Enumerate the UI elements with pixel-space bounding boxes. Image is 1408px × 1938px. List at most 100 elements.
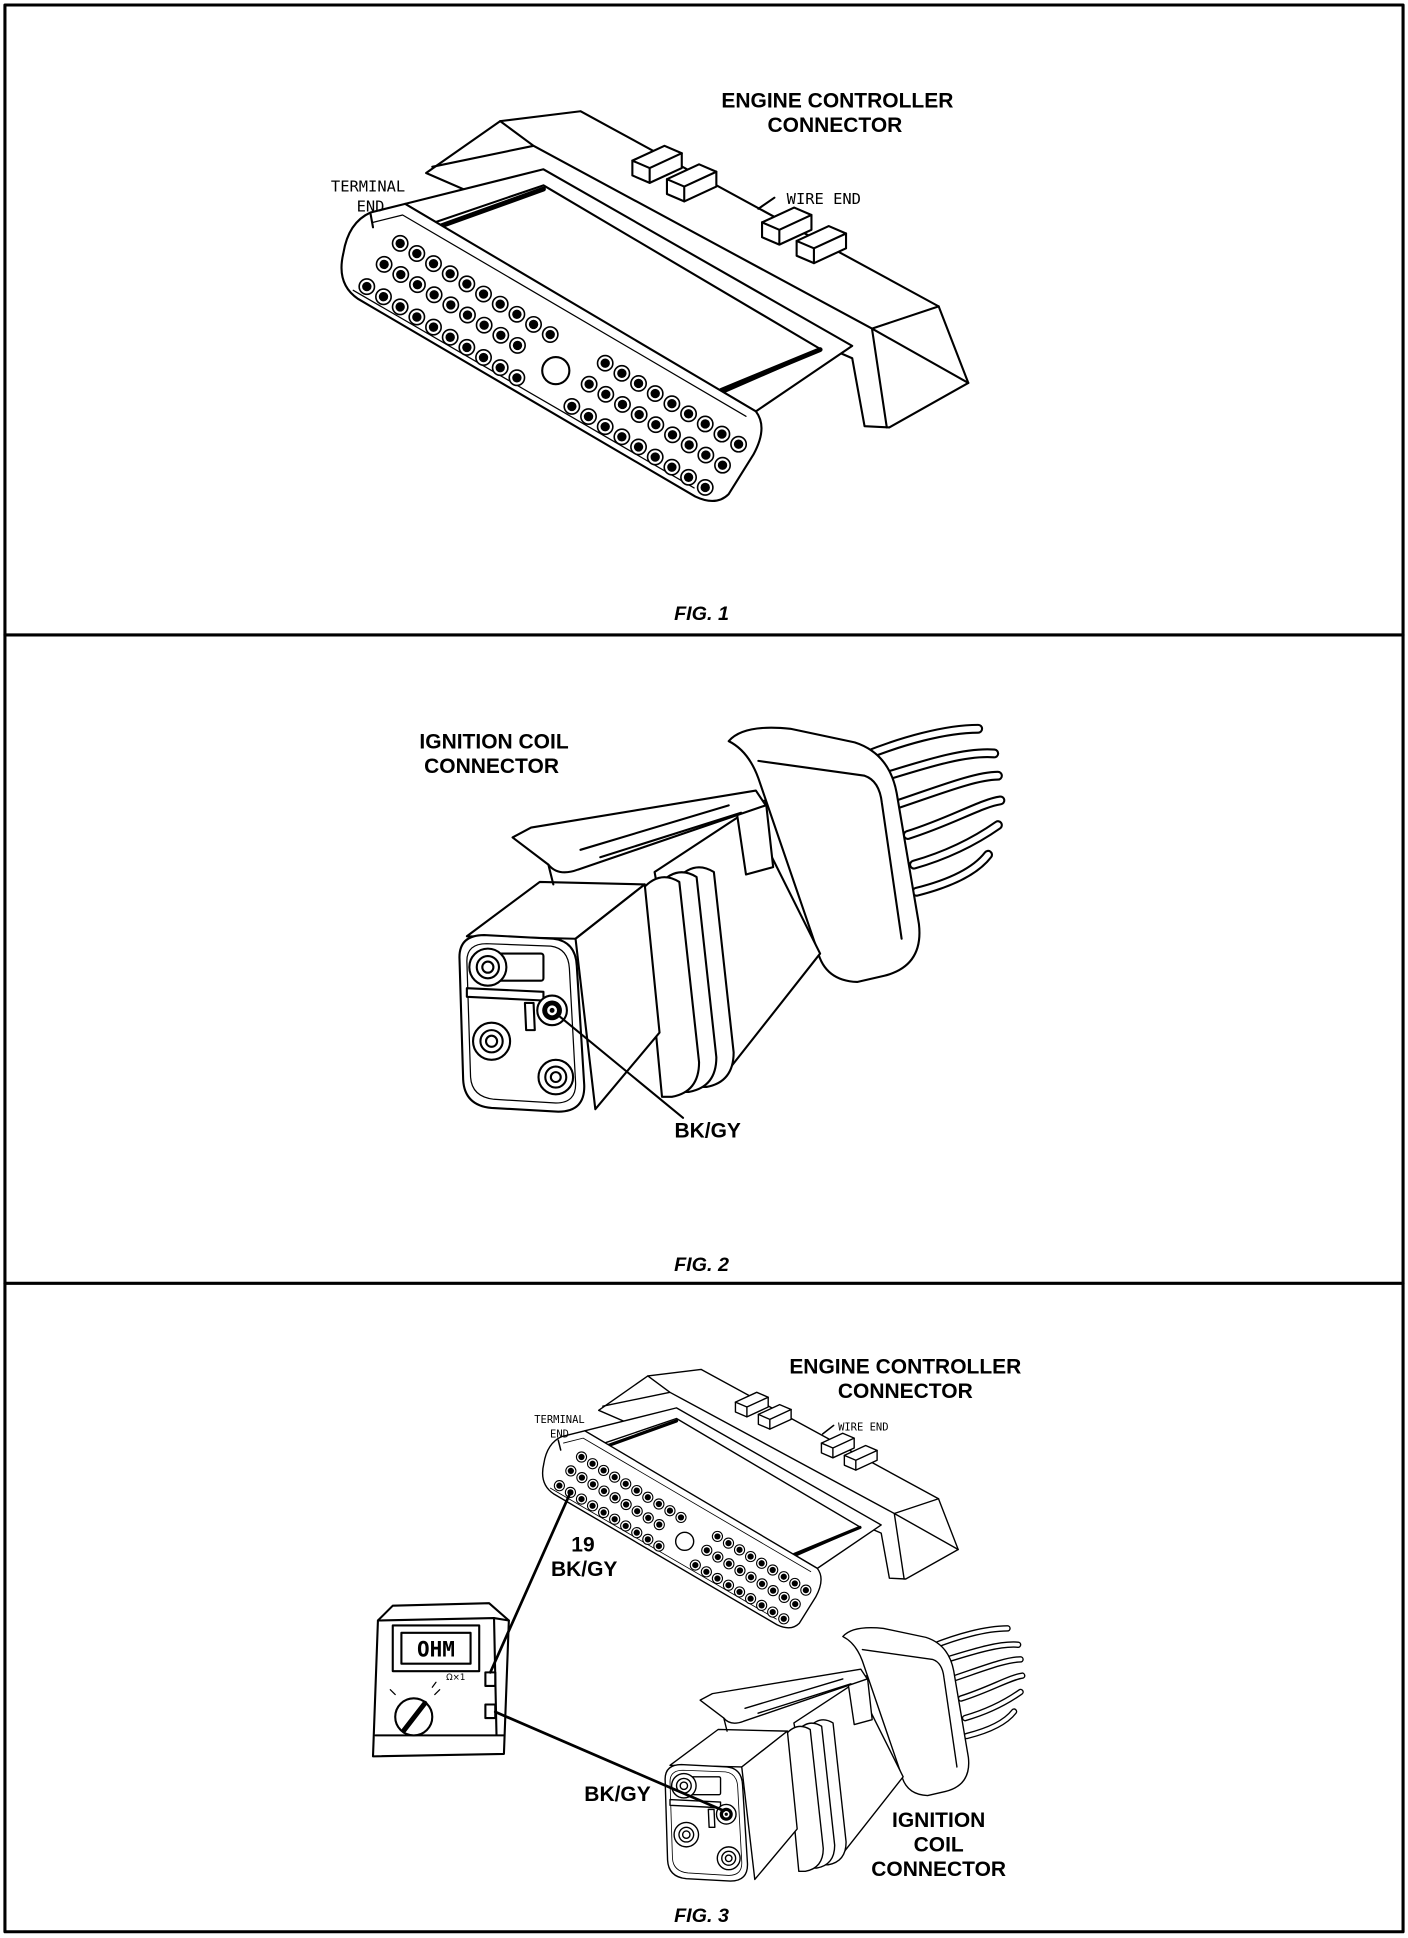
- engine-controller-connector: [541, 1368, 959, 1629]
- harness-wires: [929, 1625, 1026, 1740]
- terminal-end-label: TERMINAL: [534, 1414, 585, 1426]
- connector-pin-contact: [792, 1600, 799, 1608]
- connector-pin-contact: [545, 329, 555, 340]
- connector-pin-contact: [667, 462, 677, 472]
- connector-pin-contact: [633, 378, 644, 389]
- connector-pin-contact: [725, 1560, 733, 1567]
- connector-pin-contact: [667, 399, 677, 409]
- connector-pin-contact: [478, 352, 489, 363]
- connector-pin-contact: [395, 238, 405, 249]
- connector-pin-contact: [567, 1467, 574, 1475]
- connector-pin-contact: [428, 322, 439, 332]
- connector-pin-contact: [600, 1467, 607, 1474]
- collar-edge: [861, 1648, 958, 1768]
- channel-end: [792, 1525, 862, 1557]
- connector-pin-contact: [567, 401, 577, 412]
- connector-pin-contact: [736, 1546, 743, 1553]
- terminal-cavity: [670, 1772, 697, 1799]
- leader-line: [557, 1014, 685, 1119]
- connector-pin-contact: [655, 1542, 662, 1550]
- connector-title: COIL: [914, 1833, 964, 1856]
- connector-pin-contact: [736, 1588, 743, 1596]
- ignition-coil-connector: [458, 723, 1006, 1113]
- figure-1: ENGINE CONTROLLER CONNECTOR TERMINAL END…: [331, 90, 970, 625]
- terminal-pins: [553, 1451, 812, 1625]
- connector-pin-contact: [412, 279, 423, 290]
- connector-title: IGNITION: [892, 1809, 985, 1832]
- wire-end-label: WIRE END: [838, 1421, 888, 1433]
- connector-pin-contact: [495, 299, 505, 309]
- connector-pin-contact: [747, 1553, 754, 1560]
- connector-pin-contact: [445, 269, 455, 279]
- connector-pin-contact: [791, 1580, 798, 1587]
- connector-pin-contact: [780, 1615, 787, 1622]
- connector-pin-contact: [600, 358, 610, 368]
- connector-pin-contact: [701, 450, 711, 460]
- wire-end-label: WIRE END: [787, 190, 861, 208]
- connector-pin-contact: [395, 302, 405, 312]
- connector-pin-contact: [600, 1509, 607, 1516]
- meter-display: [400, 1631, 472, 1665]
- connector-pin-contact: [556, 1482, 563, 1489]
- connector-pin-contact: [528, 319, 539, 330]
- connector-pin-contact: [362, 281, 372, 292]
- leader-line: [821, 1424, 835, 1435]
- connector-pin-contact: [650, 388, 660, 399]
- connector-pin-contact: [495, 362, 505, 373]
- connector-pin-contact: [725, 1540, 732, 1547]
- connector-pin-contact: [429, 290, 439, 300]
- connector-pin-contact: [747, 1574, 755, 1581]
- bk-gy-terminal: [536, 994, 568, 1027]
- wire-color-label: BK/GY: [674, 1120, 740, 1143]
- connector-pin-contact: [644, 1536, 651, 1543]
- terminal-end-label: TERMINAL: [331, 178, 405, 196]
- latch-tab: [843, 1444, 878, 1471]
- connector-pin-contact: [717, 460, 728, 470]
- connector-pin-contact: [512, 373, 522, 383]
- ohmmeter: OHM Ω×1: [371, 1602, 510, 1758]
- connector-pin-contact: [578, 1495, 585, 1503]
- connector-pin-contact: [717, 429, 727, 439]
- latch-tab: [631, 144, 683, 184]
- connector-pin-contact: [600, 421, 610, 432]
- connector-pin-contact: [617, 368, 627, 379]
- connector-pin-contact: [622, 1522, 629, 1530]
- housing-edge: [602, 1375, 959, 1580]
- connector-pin-contact: [634, 409, 644, 420]
- connector-pin-contact: [758, 1560, 765, 1567]
- figure-caption: FIG. 3: [674, 1905, 729, 1927]
- leader-line: [369, 212, 375, 229]
- connector-pin-contact: [611, 1494, 619, 1501]
- terminal-cavity: [468, 947, 508, 987]
- channel-end: [604, 1419, 679, 1448]
- connector-pin-contact: [692, 1561, 699, 1569]
- connector-title: ENGINE CONTROLLER: [721, 90, 953, 113]
- seal-collar: [842, 1627, 970, 1797]
- connector-pin-contact: [677, 1514, 685, 1521]
- connector-pin-contact: [758, 1580, 766, 1588]
- latch-tab: [734, 1391, 769, 1418]
- sealing-rib: [641, 876, 701, 1098]
- connector-pin-contact: [703, 1568, 710, 1575]
- terminal-face-rim: [466, 943, 577, 1104]
- connector-pin-contact: [622, 1480, 629, 1487]
- connector-pin-contact: [611, 1474, 618, 1481]
- connector-pin-contact: [578, 1453, 585, 1461]
- connector-pin-contact: [781, 1594, 788, 1601]
- connector-title: CONNECTOR: [767, 114, 902, 137]
- connector-pin-contact: [578, 1474, 586, 1481]
- connector-pin-contact: [462, 310, 473, 320]
- connector-title: CONNECTOR: [838, 1380, 973, 1403]
- polarizing-key-hole: [541, 355, 571, 386]
- connector-pin-contact: [700, 482, 710, 493]
- connector-pin-contact: [623, 1501, 630, 1508]
- meter-range-label: Ω×1: [446, 1673, 465, 1683]
- connector-pin-contact: [700, 419, 710, 429]
- connector-pin-contact: [769, 1608, 776, 1616]
- connector-pin-contact: [589, 1481, 597, 1488]
- connector-pin-contact: [769, 1587, 777, 1594]
- connector-pin-contact: [462, 279, 472, 289]
- collar-edge: [757, 759, 903, 940]
- connector-pin-contact: [656, 1521, 663, 1528]
